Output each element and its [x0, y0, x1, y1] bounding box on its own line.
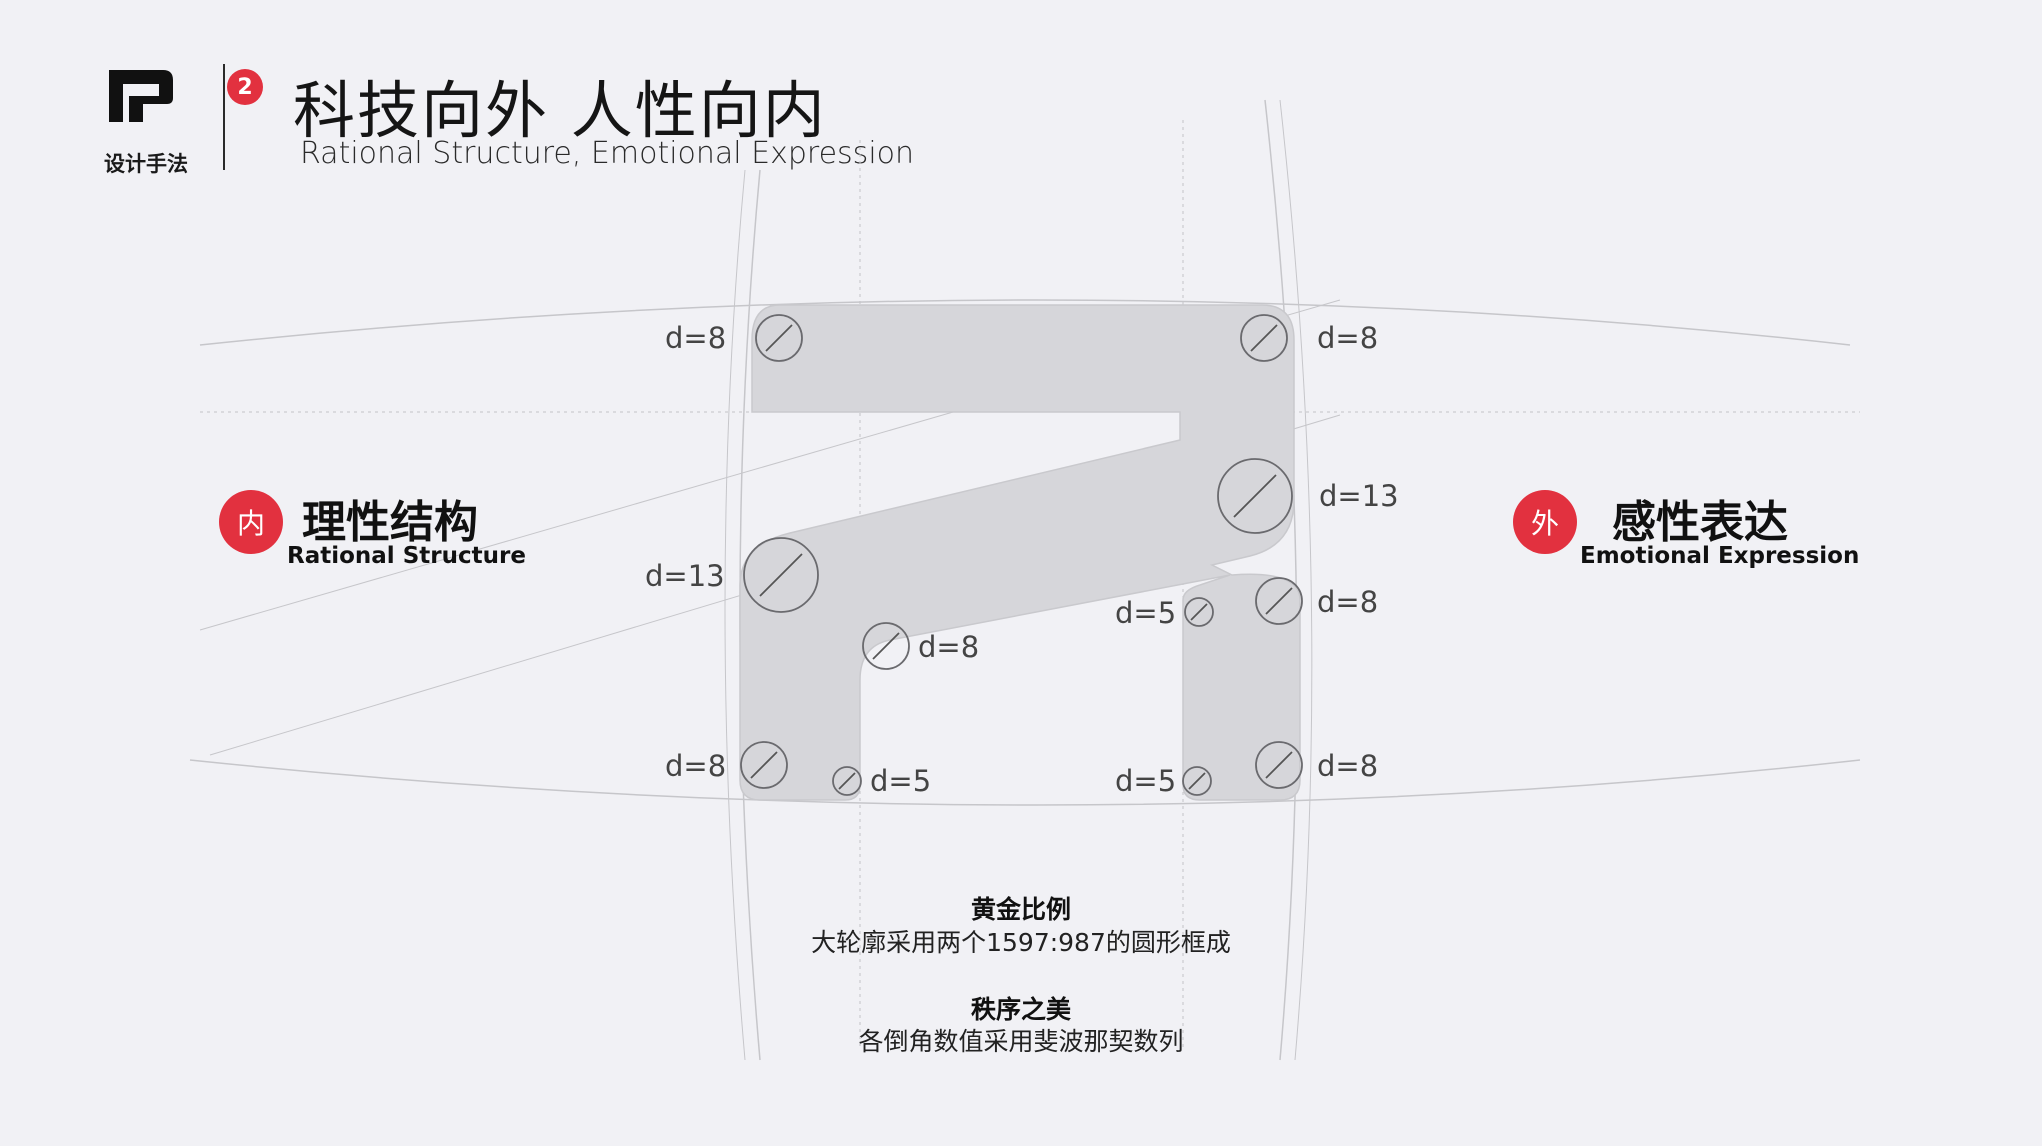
corner-circle-inner-notch: [862, 622, 910, 670]
corner-circle-top-right: [1240, 314, 1288, 362]
guide-arc-right-inner: [1279, 99, 1313, 1061]
label-mid-left: d=13: [645, 559, 725, 593]
corner-circle-right-inner-top: [1184, 597, 1214, 627]
note-order-body: 各倒角数值采用斐波那契数列: [858, 1027, 1184, 1056]
label-top-left: d=8: [665, 321, 726, 355]
header-divider: [223, 64, 225, 170]
label-right-inner-top: d=5: [1115, 596, 1176, 630]
brand-caption: 设计手法: [104, 152, 188, 176]
left-panel-subtitle: Rational Structure: [287, 543, 526, 569]
guide-arc-left-inner: [724, 169, 746, 1061]
guide-arc-bottom: [189, 759, 1861, 806]
guide-arc-top: [199, 299, 1851, 346]
page-title: 科技向外 人性向内: [293, 74, 827, 147]
label-right-outer-top: d=8: [1317, 585, 1378, 619]
label-mid-right: d=13: [1319, 479, 1399, 513]
corner-circle-bottom-left-inner: [832, 766, 862, 796]
label-bottom-left-inner: d=5: [870, 764, 931, 798]
corner-circles: [740, 314, 1303, 796]
right-panel-subtitle: Emotional Expression: [1580, 543, 1860, 569]
brand-logo: [105, 66, 177, 130]
right-badge: 外: [1513, 490, 1577, 554]
label-top-right: d=8: [1317, 321, 1378, 355]
right-panel-title: 感性表达: [1612, 497, 1788, 548]
label-inner-notch: d=8: [918, 630, 979, 664]
note-golden-ratio-heading: 黄金比例: [970, 895, 1071, 924]
diameter-arrows: [750, 324, 1293, 790]
corner-circle-bottom-right-outer: [1255, 741, 1303, 789]
left-panel-title: 理性结构: [302, 497, 478, 548]
label-bottom-left-outer: d=8: [665, 749, 726, 783]
page-subtitle: Rational Structure, Emotional Expression: [300, 136, 915, 171]
corner-circle-mid-right: [1217, 458, 1293, 534]
corner-circle-bottom-right-inner: [1182, 766, 1212, 796]
corner-circle-bottom-left-outer: [740, 741, 788, 789]
label-bottom-right-outer: d=8: [1317, 749, 1378, 783]
corner-circle-top-left: [755, 314, 803, 362]
corner-circle-mid-left: [743, 537, 819, 613]
section-number-badge: 2: [227, 69, 263, 105]
note-order-heading: 秩序之美: [970, 995, 1071, 1024]
left-badge: 内: [219, 490, 283, 554]
logo-shape: [739, 304, 1301, 801]
note-golden-ratio-body: 大轮廓采用两个1597:987的圆形框成: [811, 928, 1231, 957]
corner-circle-right-outer-top: [1255, 577, 1303, 625]
label-bottom-right-inner: d=5: [1115, 764, 1176, 798]
